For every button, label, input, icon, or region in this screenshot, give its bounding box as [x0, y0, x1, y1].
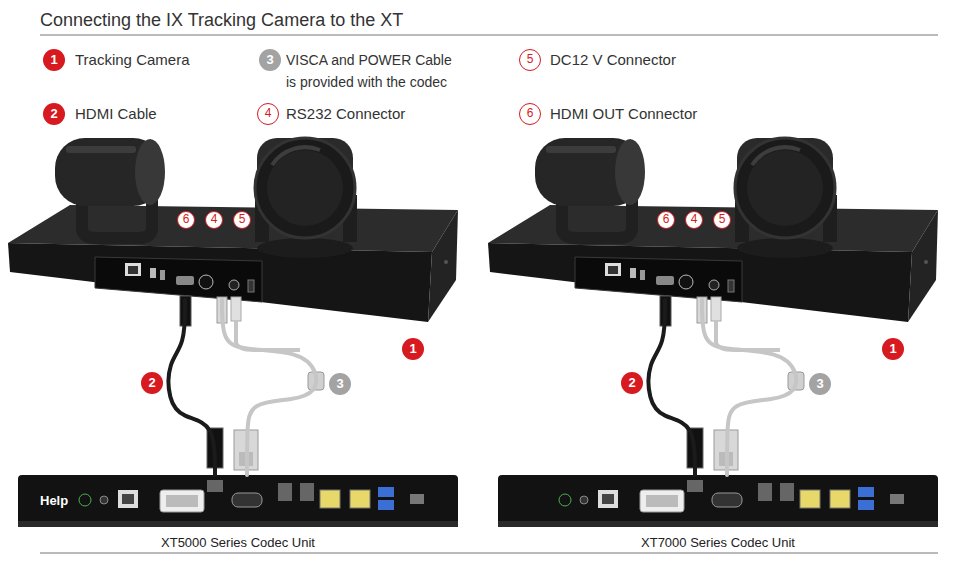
cable-connector: [702, 300, 796, 475]
tracking-camera: 1: [8, 140, 460, 300]
bottom-rule: [40, 553, 938, 554]
unit-caption: XT7000 Series Codec Unit: [498, 533, 938, 553]
codec-unit-right: [498, 475, 938, 527]
callout-number: 5: [713, 211, 731, 229]
callout-number: 3: [809, 373, 831, 395]
camera-unit-right: [488, 138, 938, 470]
callout-number: 5: [519, 49, 541, 71]
callout-number: 2: [621, 372, 643, 394]
camera-unit-left: [8, 138, 458, 470]
diagram-title: Connecting the IX Tracking Camera to the…: [40, 8, 403, 32]
legend-text: VISCA and POWER Cable is provided with t…: [286, 49, 464, 93]
codec-unit: XT7000 Series Codec Unit: [498, 475, 938, 527]
codec-unit: HelpXT5000 Series Codec Unit: [18, 475, 458, 527]
callout-number: 1: [43, 49, 65, 71]
callout-number: 2: [141, 372, 163, 394]
callout-number: 5: [233, 211, 251, 229]
callout-number: 3: [259, 49, 281, 71]
panel-label: Help: [40, 491, 68, 511]
legend-text: DC12 V Connector: [550, 50, 676, 70]
callout-number: 6: [177, 211, 195, 229]
legend-text: Tracking Camera: [75, 50, 189, 70]
callout-number: 6: [519, 103, 541, 125]
callout-number: 6: [657, 211, 675, 229]
callout-number: 3: [329, 373, 351, 395]
callout-number: 1: [882, 338, 904, 360]
callout-number: 4: [257, 103, 279, 125]
legend-text: HDMI OUT Connector: [550, 104, 697, 124]
codec-unit-left: [18, 475, 458, 527]
callout-number: 1: [402, 338, 424, 360]
callout-number: 4: [205, 211, 223, 229]
cable-connector: [169, 300, 215, 475]
legend-text: RS232 Connector: [286, 104, 405, 124]
cable-connector: [222, 300, 316, 475]
legend-text: HDMI Cable: [75, 104, 157, 124]
tracking-camera: 1: [488, 140, 940, 300]
callout-number: 2: [43, 103, 65, 125]
cable-connector: [649, 300, 695, 475]
callout-number: 4: [685, 211, 703, 229]
unit-caption: XT5000 Series Codec Unit: [18, 533, 458, 553]
title-rule: [40, 35, 938, 36]
